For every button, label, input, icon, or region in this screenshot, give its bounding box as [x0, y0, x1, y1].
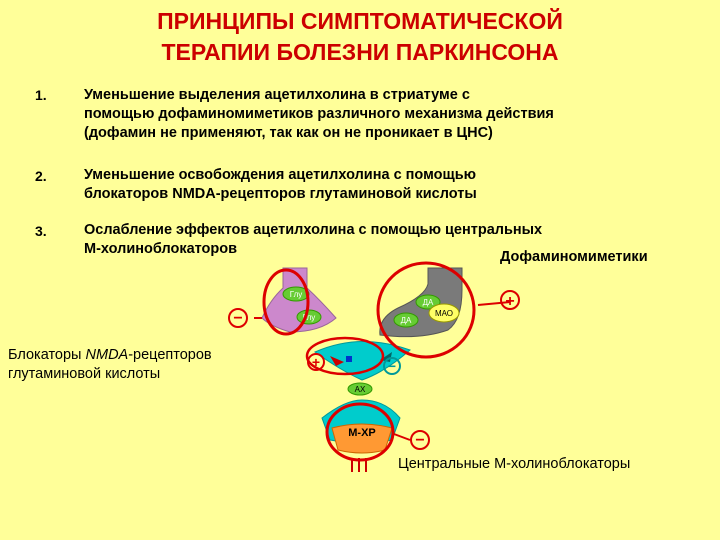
small-arrow-left	[330, 356, 344, 366]
item-1-number: 1.	[35, 87, 47, 103]
item-1-text: Уменьшение выделения ацетилхолина в стри…	[84, 86, 694, 143]
cholinergic-terminal	[314, 341, 411, 381]
item-2-text: Уменьшение освобождения ацетилхолина с п…	[84, 166, 694, 204]
dopamine-plus-sign: +	[500, 290, 520, 310]
dopamine-highlight-circle	[376, 261, 476, 359]
mao-enzyme	[428, 303, 460, 323]
dopaminomimetics-label: Дофаминомиметики	[500, 249, 648, 265]
dopamine-plus-text: +	[505, 293, 514, 310]
item-3-line-2: М-холиноблокаторов	[84, 241, 238, 257]
m-xr-label: М-ХР	[348, 427, 376, 439]
nmda-label-suffix: -рецепторов	[128, 347, 212, 363]
synapse-plus-sign: +	[307, 353, 325, 371]
synapse-minus-sign: −	[383, 357, 401, 375]
item-1-line-1: Уменьшение выделения ацетилхолина в стри…	[84, 87, 470, 103]
ach-vesicle	[347, 382, 373, 396]
central-m-minus-sign: −	[410, 430, 430, 450]
nmda-label-prefix: Блокаторы	[8, 347, 86, 363]
glu-top-label: Глу	[290, 290, 303, 299]
synapse-plus-text: +	[312, 354, 320, 370]
nmda-label-italic: NMDA	[85, 347, 129, 363]
central-m-arrow	[393, 433, 411, 441]
nmda-minus-sign: −	[228, 308, 248, 328]
da-top-label: ДА	[423, 298, 434, 307]
glu-top-vesicle	[282, 286, 310, 302]
page-title: ПРИНЦИПЫ СИМПТОМАТИЧЕСКОЙ ТЕРАПИИ БОЛЕЗН…	[0, 6, 720, 68]
dopamine-arrow	[477, 301, 511, 306]
da-top-vesicle	[415, 294, 441, 310]
item-1-line-2: помощью дофаминомиметиков различного мех…	[84, 106, 554, 122]
item-2-line-2: блокаторов NMDA-рецепторов глутаминовой …	[84, 186, 477, 202]
synapse-highlight-circle	[305, 336, 385, 376]
glu-small-label: Глу	[303, 313, 316, 322]
nmda-highlight-circle	[262, 268, 310, 336]
receptor-highlight-circle	[325, 402, 395, 462]
item-2-line-1: Уменьшение освобождения ацетилхолина с п…	[84, 167, 477, 183]
item-3-number: 3.	[35, 223, 47, 239]
central-m-blockers-label: Центральные М-холиноблокаторы	[398, 456, 631, 472]
item-1-line-3: (дофамин не применяют, так как он не про…	[84, 125, 493, 141]
synapse-minus-text: −	[388, 358, 396, 374]
da-small-vesicle	[393, 312, 419, 328]
title-line-2: ТЕРАПИИ БОЛЕЗНИ ПАРКИНСОНА	[161, 39, 559, 65]
item-3-text: Ослабление эффектов ацетилхолина с помощ…	[84, 221, 694, 259]
item-3-line-1: Ослабление эффектов ацетилхолина с помощ…	[84, 222, 543, 238]
small-square-blue	[346, 356, 352, 362]
nmda-minus-text: −	[233, 310, 242, 327]
item-2-number: 2.	[35, 168, 47, 184]
nmda-label-line-2: глутаминовой кислоты	[8, 366, 161, 382]
ach-label: АХ	[355, 385, 366, 394]
da-small-label: ДА	[401, 316, 412, 325]
title-line-1: ПРИНЦИПЫ СИМПТОМАТИЧЕСКОЙ	[157, 8, 563, 34]
mao-label: МАО	[435, 309, 453, 318]
central-m-minus-text: −	[415, 432, 424, 449]
nmda-blockers-label: Блокаторы NMDA-рецепторов глутаминовой к…	[8, 346, 212, 384]
